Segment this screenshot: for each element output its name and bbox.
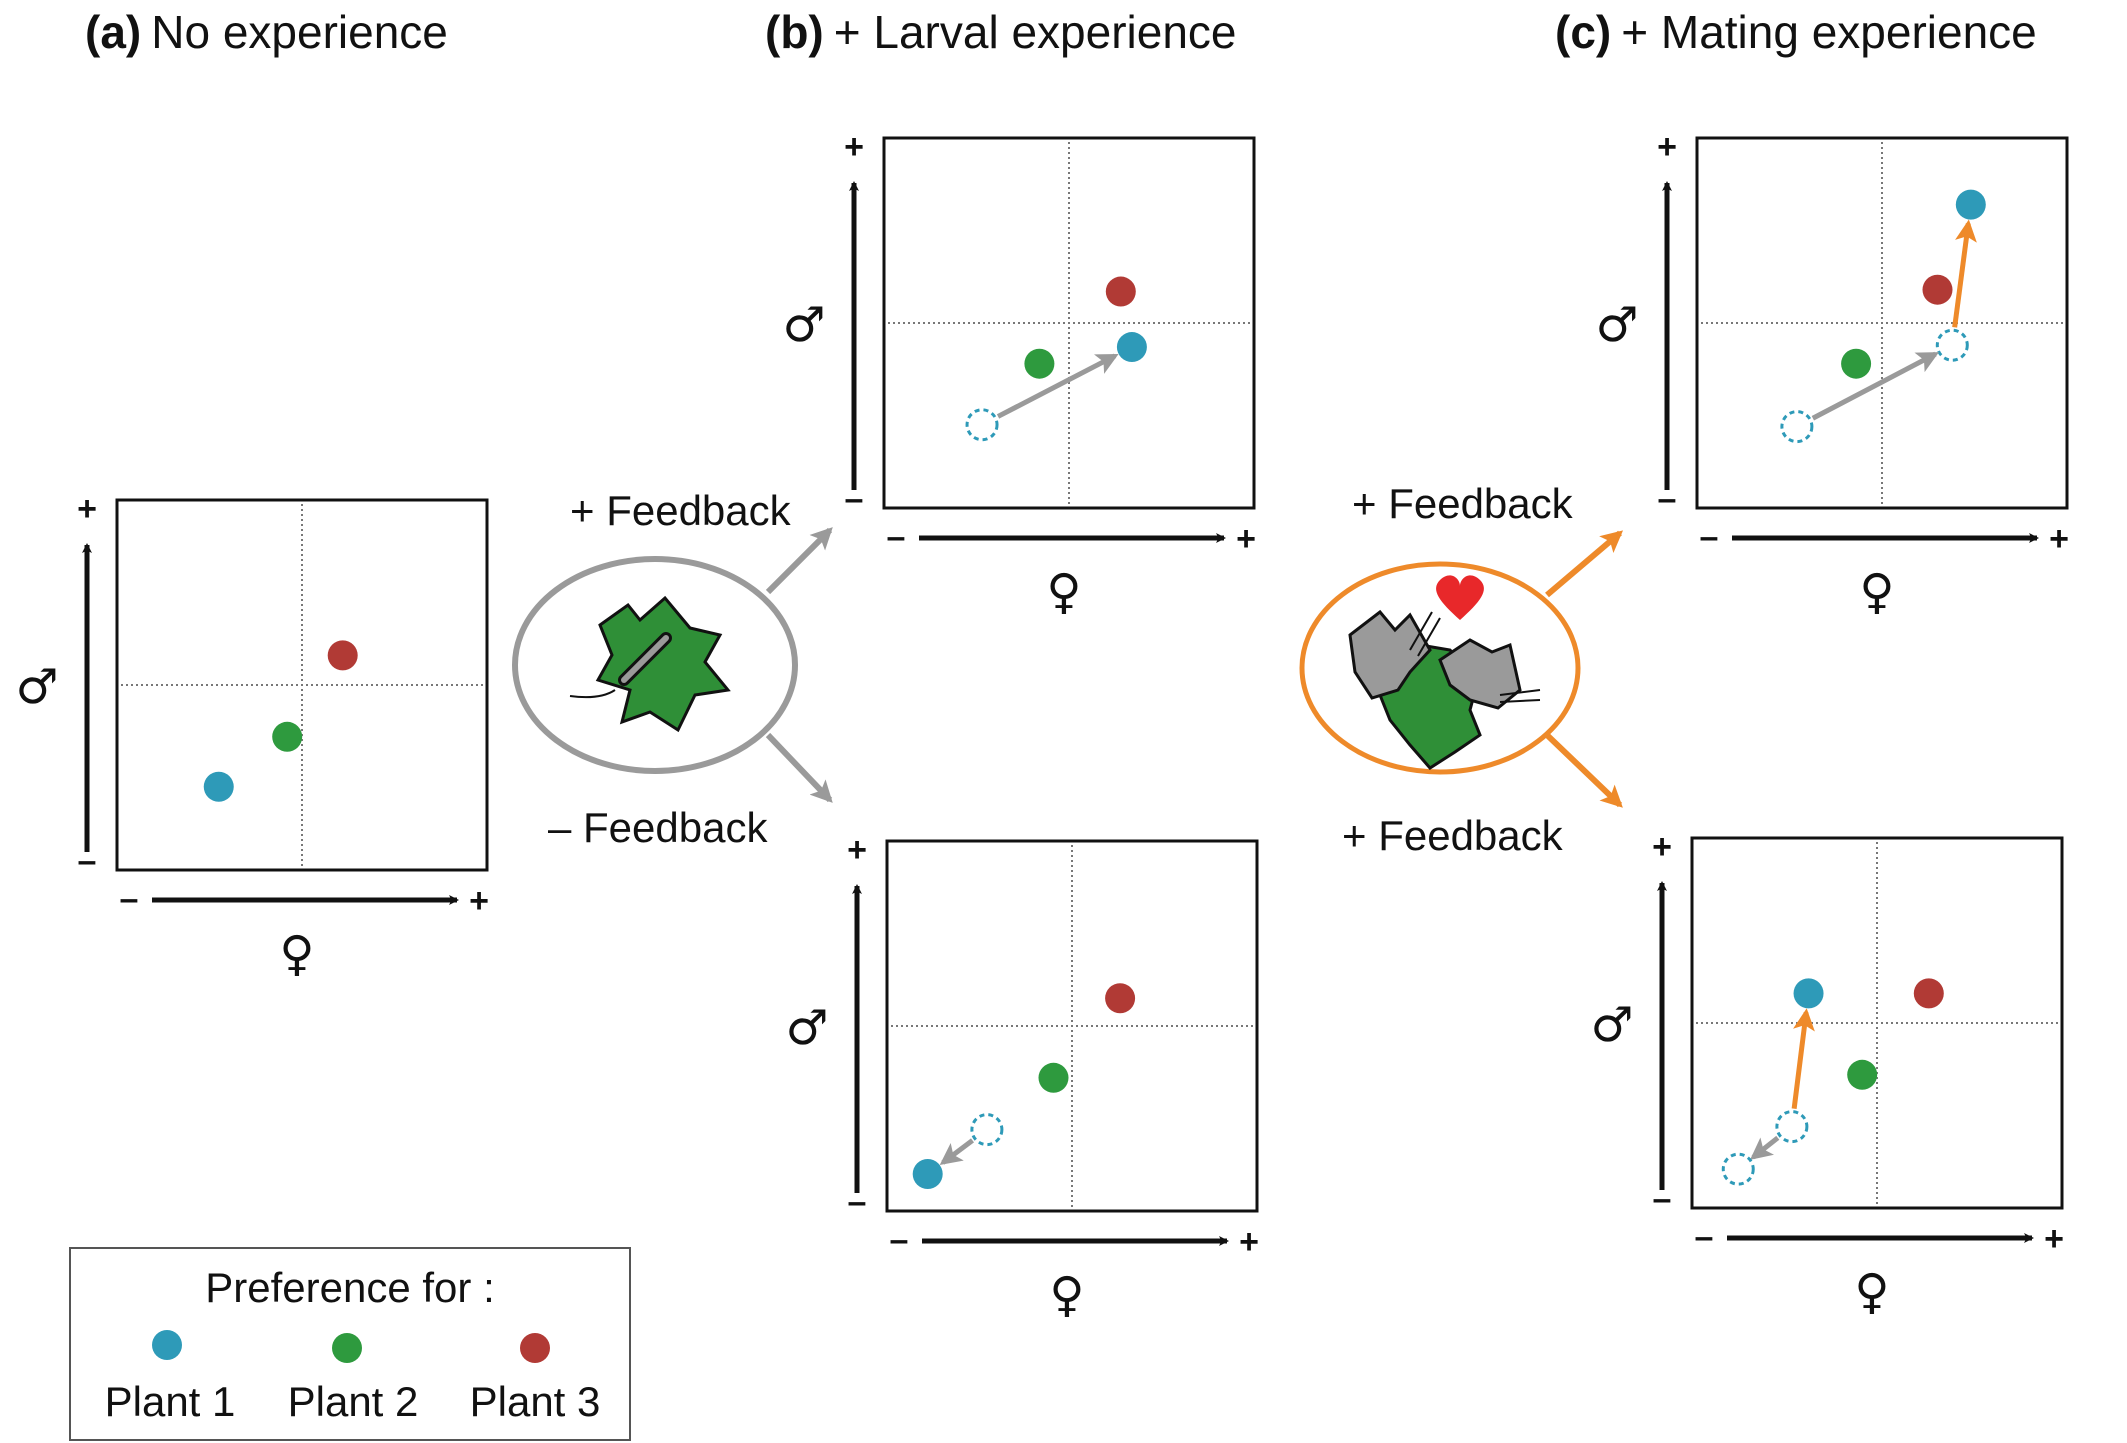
preference-point-plant-1 — [912, 1159, 943, 1189]
preference-point-plant-1 — [1793, 978, 1824, 1009]
mating-shift-arrow — [1952, 219, 1977, 328]
mating-bottom-arrow — [1544, 732, 1623, 808]
larval-positive-arrow — [765, 527, 833, 595]
previous-preference-ghost — [1721, 1152, 1755, 1186]
previous-preference-ghost — [1780, 410, 1814, 444]
y-axis-minus: – — [1658, 480, 1677, 518]
previous-preference-ghost — [1935, 328, 1969, 362]
x-axis-plus: + — [1239, 1223, 1259, 1261]
legend-swatch-plant-3 — [520, 1333, 550, 1363]
preference-point-plant-3 — [1922, 274, 1953, 305]
y-axis-plus: + — [844, 128, 864, 166]
legend-title: Preference for : — [205, 1264, 494, 1311]
x-axis-minus: – — [1695, 1218, 1714, 1256]
preference-point-plant-1 — [203, 771, 234, 802]
female-symbol: ♀ — [1049, 1267, 1084, 1323]
x-axis-plus: + — [2044, 1220, 2064, 1258]
x-axis-minus: – — [890, 1221, 909, 1259]
previous-preference-ghost — [970, 1113, 1004, 1147]
legend-label-plant-3: Plant 3 — [470, 1378, 601, 1425]
legend-label-plant-1: Plant 1 — [105, 1378, 236, 1425]
x-axis-plus: + — [2049, 520, 2069, 558]
y-axis-minus: – — [848, 1183, 867, 1221]
mating-top-label: + Feedback — [1352, 480, 1574, 527]
y-axis-plus: + — [847, 831, 867, 869]
mating-butterflies-on-leaf-icon — [1299, 561, 1581, 775]
preference-point-plant-3 — [1105, 983, 1136, 1014]
female-symbol: ♀ — [1046, 564, 1081, 620]
plot-no-experience: + – ♂ – + ♀ — [15, 490, 488, 982]
male-symbol: ♂ — [785, 1000, 828, 1056]
y-axis-minus: – — [845, 480, 864, 518]
previous-preference-ghost — [1775, 1110, 1809, 1144]
preference-point-plant-2 — [1024, 348, 1055, 379]
legend-swatch-plant-1 — [152, 1330, 182, 1360]
preference-point-plant-1 — [1116, 332, 1147, 363]
mating-bottom-label: + Feedback — [1342, 812, 1564, 859]
x-axis-minus: – — [120, 880, 139, 918]
x-axis-minus: – — [887, 518, 906, 556]
x-axis-minus: – — [1700, 518, 1719, 556]
preference-point-plant-2 — [1841, 348, 1872, 379]
legend: Preference for : Plant 1 Plant 2 Plant 3 — [69, 1247, 631, 1441]
plot-mating-after-positive: + – ♂ – + ♀ — [1595, 128, 2068, 620]
larval-negative-arrow — [765, 732, 833, 803]
x-axis-plus: + — [1236, 520, 1256, 558]
panel-c-title: (c)+ Mating experience — [1555, 6, 2037, 58]
y-axis-plus: + — [1652, 828, 1672, 866]
larval-shift-arrow — [1750, 1135, 1780, 1160]
plot-larval-positive: + – ♂ – + ♀ — [782, 128, 1255, 620]
preference-point-plant-2 — [1847, 1059, 1878, 1090]
preference-point-plant-3 — [327, 640, 358, 671]
preference-point-plant-2 — [1038, 1062, 1069, 1093]
mating-top-arrow — [1545, 530, 1624, 598]
legend-label-plant-2: Plant 2 — [288, 1378, 419, 1425]
previous-preference-ghost — [965, 408, 999, 442]
larval-positive-label: + Feedback — [570, 487, 792, 534]
preference-point-plant-1 — [1955, 189, 1986, 220]
panel-b-title: (b)+ Larval experience — [765, 6, 1237, 58]
male-symbol: ♂ — [1595, 297, 1638, 353]
preference-point-plant-3 — [1913, 978, 1944, 1009]
larval-shift-arrow — [996, 353, 1119, 419]
female-symbol: ♀ — [1859, 564, 1894, 620]
larval-negative-label: – Feedback — [548, 804, 768, 851]
male-symbol: ♂ — [782, 297, 825, 353]
preference-point-plant-2 — [272, 721, 303, 752]
y-axis-plus: + — [1657, 128, 1677, 166]
male-symbol: ♂ — [15, 659, 58, 715]
plot-larval-negative: + – ♂ – + ♀ — [785, 831, 1258, 1323]
larval-shift-arrow — [1811, 351, 1940, 421]
leaf-with-caterpillar-icon — [512, 556, 798, 774]
female-symbol: ♀ — [279, 926, 314, 982]
x-axis-plus: + — [469, 882, 489, 920]
larval-shift-arrow — [939, 1138, 974, 1165]
heart-icon — [1436, 575, 1484, 620]
mating-shift-arrow — [1791, 1008, 1815, 1110]
y-axis-plus: + — [77, 490, 97, 528]
y-axis-minus: – — [78, 842, 97, 880]
female-symbol: ♀ — [1854, 1264, 1889, 1320]
panel-a-title: (a)No experience — [85, 6, 448, 58]
legend-swatch-plant-2 — [332, 1333, 362, 1363]
male-symbol: ♂ — [1590, 997, 1633, 1053]
y-axis-minus: – — [1653, 1180, 1672, 1218]
preference-point-plant-3 — [1105, 276, 1136, 307]
plot-mating-after-negative: + – ♂ – + ♀ — [1590, 828, 2063, 1320]
